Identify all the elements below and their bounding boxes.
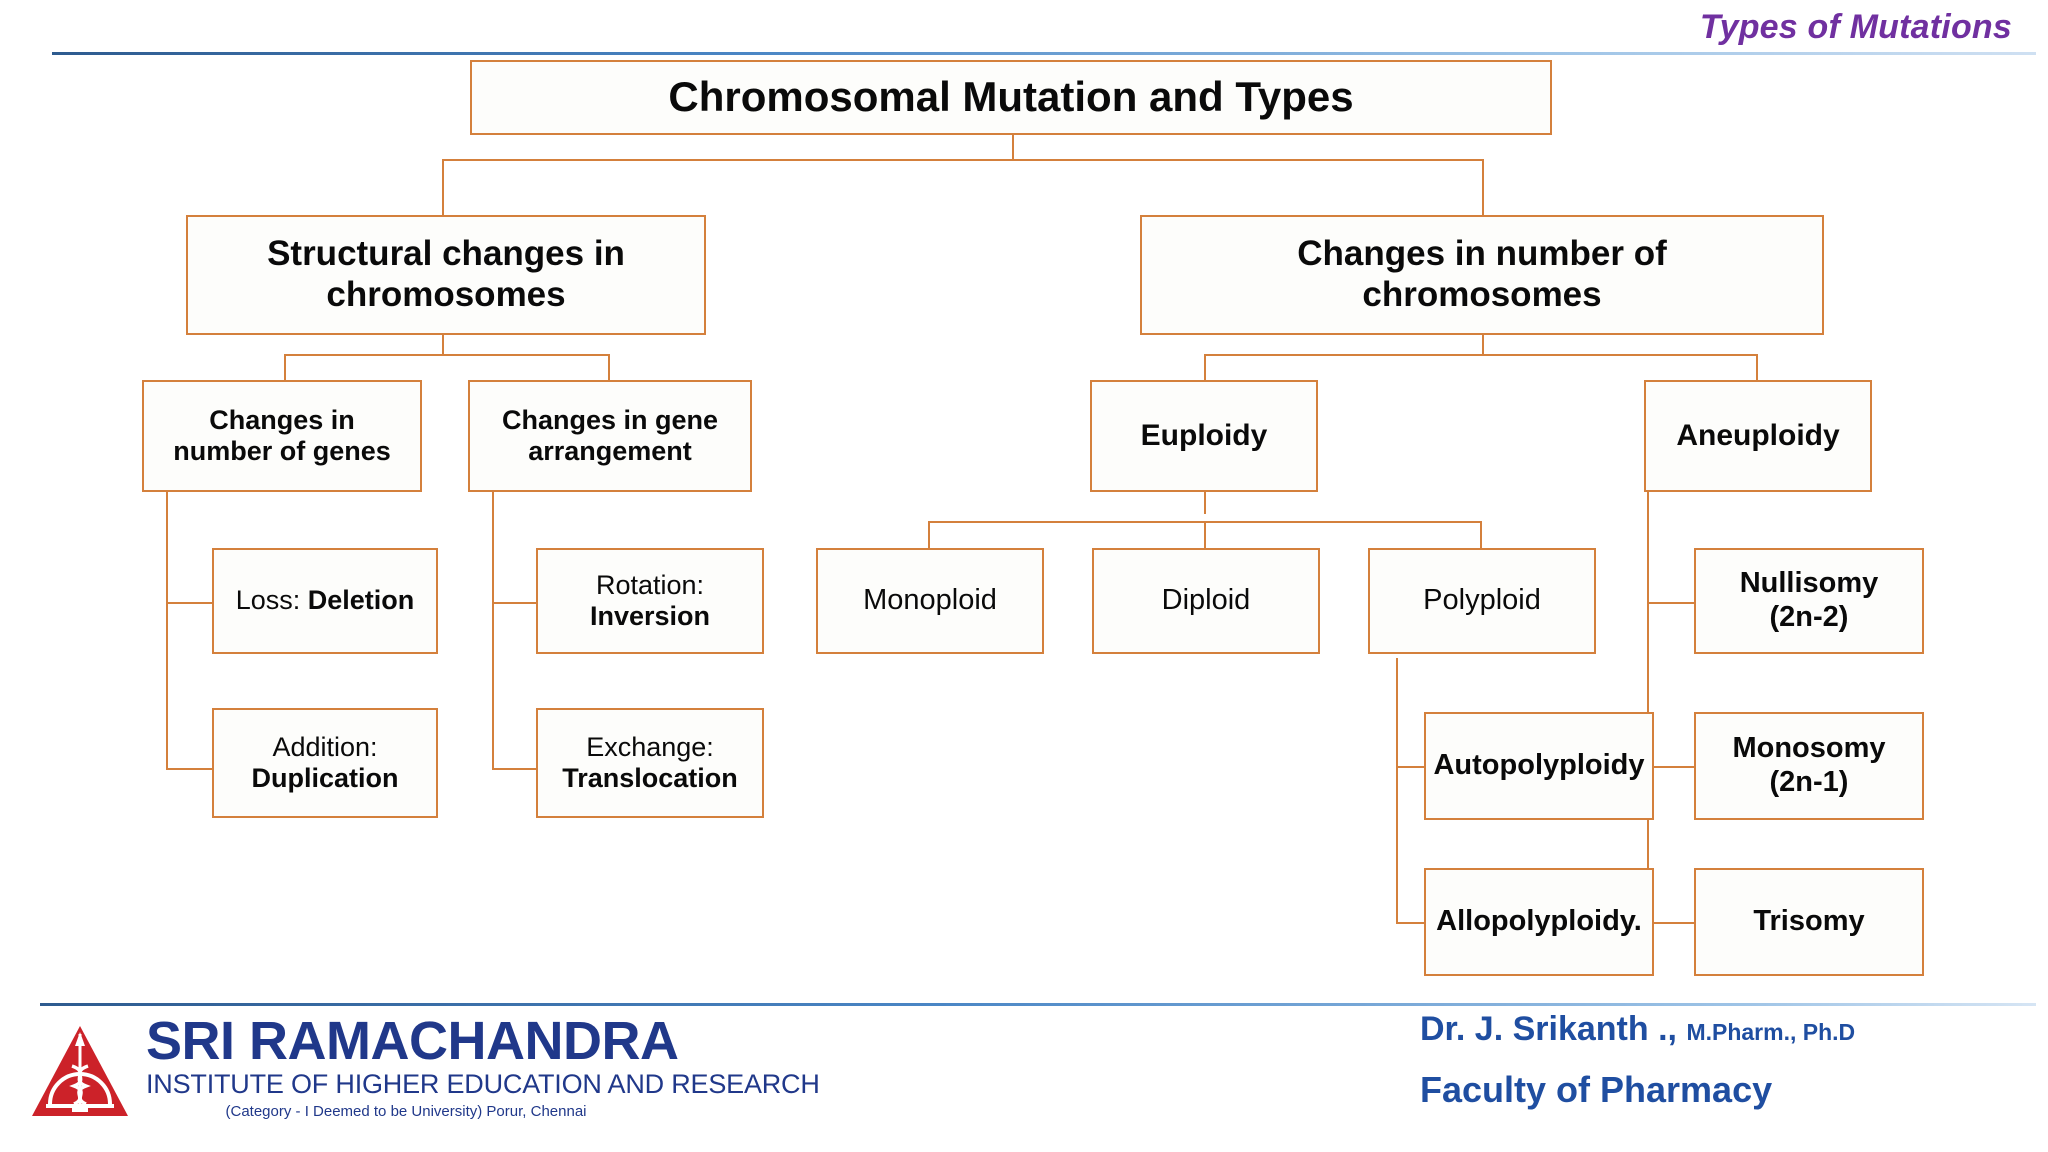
node-number-changes-label: Changes in number of chromosomes [1297,234,1667,314]
node-addition-duplication-label: Addition: Duplication [251,731,399,793]
node-monosomy[interactable]: Monosomy (2n-1) [1694,712,1924,820]
connector-aneuploidy-to-monosomy [1647,766,1695,768]
node-root[interactable]: Chromosomal Mutation and Types [470,60,1552,135]
connector-euploidy-to-monoploid [928,521,930,549]
node-changes-in-number-of-genes[interactable]: Changes in number of genes [142,380,422,492]
node-monosomy-label: Monosomy (2n-1) [1732,732,1886,798]
node-rotation-inversion[interactable]: Rotation: Inversion [536,548,764,654]
connector-root-bus [442,159,1484,161]
author-name-line: Dr. J. Srikanth ., M.Pharm., Ph.D [1420,1008,2020,1051]
connector-root-to-left [442,159,444,215]
connector-right-bus [1204,354,1756,356]
connector-right-to-aneuploidy [1756,354,1758,380]
connector-left-bus [284,354,610,356]
node-monoploid-label: Monoploid [863,584,997,617]
node-trisomy[interactable]: Trisomy [1694,868,1924,976]
node-polyploid-label: Polyploid [1423,584,1541,617]
node-aneuploidy-label: Aneuploidy [1676,418,1840,452]
institution-name: SRI RAMACHANDRA [146,1011,679,1071]
node-rotation-inversion-label: Rotation: Inversion [589,569,711,631]
author-affiliation: Faculty of Pharmacy [1420,1068,1773,1110]
node-polyploid[interactable]: Polyploid [1368,548,1596,654]
page-title: Types of Mutations [1699,8,2012,46]
connector-euploidy-stem [1204,492,1206,514]
connector-genes-to-leaf1 [166,602,213,604]
connector-polyploid-to-auto [1396,766,1424,768]
node-root-label: Chromosomal Mutation and Types [668,73,1354,121]
connector-aneuploidy-to-trisomy [1647,922,1695,924]
connector-genes-spine [166,492,168,770]
institution-logo-text: SRI RAMACHANDRA INSTITUTE OF HIGHER EDUC… [146,1011,820,1120]
node-diploid-label: Diploid [1161,584,1251,617]
node-exchange-translocation-label: Exchange: Translocation [562,731,738,793]
node-autopolyploidy[interactable]: Autopolyploidy [1424,712,1654,820]
connector-left-stem [442,333,444,355]
connector-aneuploidy-spine [1647,492,1649,922]
connector-root-stem [1012,134,1014,160]
author-degrees: M.Pharm., Ph.D [1686,1019,1856,1045]
node-changes-in-gene-arrangement[interactable]: Changes in gene arrangement [468,380,752,492]
node-loss-deletion[interactable]: Loss: Deletion [212,548,438,654]
institution-logo: SRI RAMACHANDRA INSTITUTE OF HIGHER EDUC… [28,1011,820,1142]
connector-euploidy-to-polyploid [1480,521,1482,549]
institution-subtitle: INSTITUTE OF HIGHER EDUCATION AND RESEAR… [146,1069,820,1100]
connector-genes-to-leaf2 [166,768,213,770]
connector-left-to-child2 [608,354,610,380]
node-loss-deletion-label: Loss: Deletion [235,585,415,616]
header-divider [52,52,2036,55]
node-addition-duplication[interactable]: Addition: Duplication [212,708,438,818]
node-autopolyploidy-label: Autopolyploidy [1433,749,1645,782]
node-aneuploidy[interactable]: Aneuploidy [1644,380,1872,492]
node-euploidy[interactable]: Euploidy [1090,380,1318,492]
connector-arrangement-to-leaf1 [492,602,537,604]
node-structural-changes[interactable]: Structural changes in chromosomes [186,215,706,335]
node-diploid[interactable]: Diploid [1092,548,1320,654]
node-changes-in-number-of-genes-label: Changes in number of genes [173,404,391,466]
connector-right-to-euploidy [1204,354,1206,380]
connector-root-to-right [1482,159,1484,215]
author-name: Dr. J. Srikanth ., [1420,1010,1677,1048]
node-nullisomy-label: Nullisomy (2n-2) [1739,567,1879,633]
author-credit: Dr. J. Srikanth ., M.Pharm., Ph.D Facult… [1420,1008,2020,1111]
connector-right-stem [1482,333,1484,355]
node-exchange-translocation[interactable]: Exchange: Translocation [536,708,764,818]
node-structural-changes-label: Structural changes in chromosomes [267,234,625,314]
node-changes-in-gene-arrangement-label: Changes in gene arrangement [501,404,719,466]
node-trisomy-label: Trisomy [1753,905,1865,938]
connector-arrangement-to-leaf2 [492,768,537,770]
connector-aneuploidy-to-nullisomy [1647,602,1695,604]
footer-divider [40,1003,2036,1006]
connector-left-to-child1 [284,354,286,380]
node-allopolyploidy[interactable]: Allopolyploidy. [1424,868,1654,976]
connector-euploidy-to-diploid [1204,521,1206,549]
node-euploidy-label: Euploidy [1140,418,1268,452]
connector-polyploid-spine [1396,658,1398,922]
institution-tagline: (Category - I Deemed to be University) P… [225,1102,587,1120]
node-monoploid[interactable]: Monoploid [816,548,1044,654]
connector-arrangement-spine [492,492,494,770]
caduceus-triangle-icon [32,1026,128,1116]
node-number-changes[interactable]: Changes in number of chromosomes [1140,215,1824,335]
connector-polyploid-to-allo [1396,922,1424,924]
node-allopolyploidy-label: Allopolyploidy. [1436,905,1642,938]
node-nullisomy[interactable]: Nullisomy (2n-2) [1694,548,1924,654]
